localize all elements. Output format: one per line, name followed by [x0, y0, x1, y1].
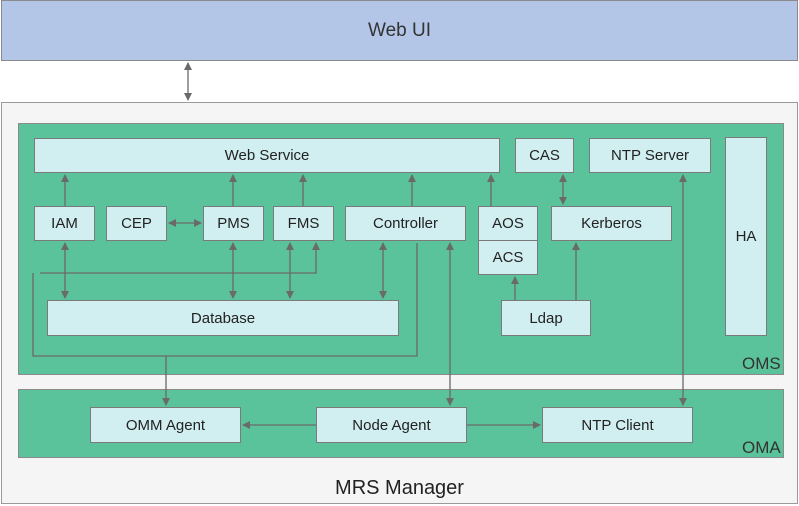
iam-box: IAM: [34, 206, 95, 241]
pms-box: PMS: [203, 206, 264, 241]
ntp-client-box: NTP Client: [542, 407, 693, 443]
cas-box: CAS: [515, 138, 574, 173]
fms-box: FMS: [273, 206, 334, 241]
omm-agent-box: OMM Agent: [90, 407, 241, 443]
web-ui-bar: Web UI: [1, 0, 798, 61]
controller-box: Controller: [345, 206, 466, 241]
cep-box: CEP: [106, 206, 167, 241]
ldap-box: Ldap: [501, 300, 591, 336]
fms-loop-line: [40, 242, 320, 274]
ntp-server-box: NTP Server: [589, 138, 711, 173]
node-agent-box: Node Agent: [316, 407, 467, 443]
database-box: Database: [47, 300, 399, 336]
aos-box: AOS: [478, 206, 538, 241]
oma-label: OMA: [742, 438, 781, 457]
ha-box: HA: [725, 137, 767, 336]
oms-label: OMS: [742, 354, 781, 373]
acs-box: ACS: [478, 240, 538, 275]
kerberos-box: Kerberos: [551, 206, 672, 241]
mrs-manager-title: MRS Manager: [335, 476, 464, 499]
controller-ommagent-line: [32, 243, 418, 357]
web-service-box: Web Service: [34, 138, 500, 173]
